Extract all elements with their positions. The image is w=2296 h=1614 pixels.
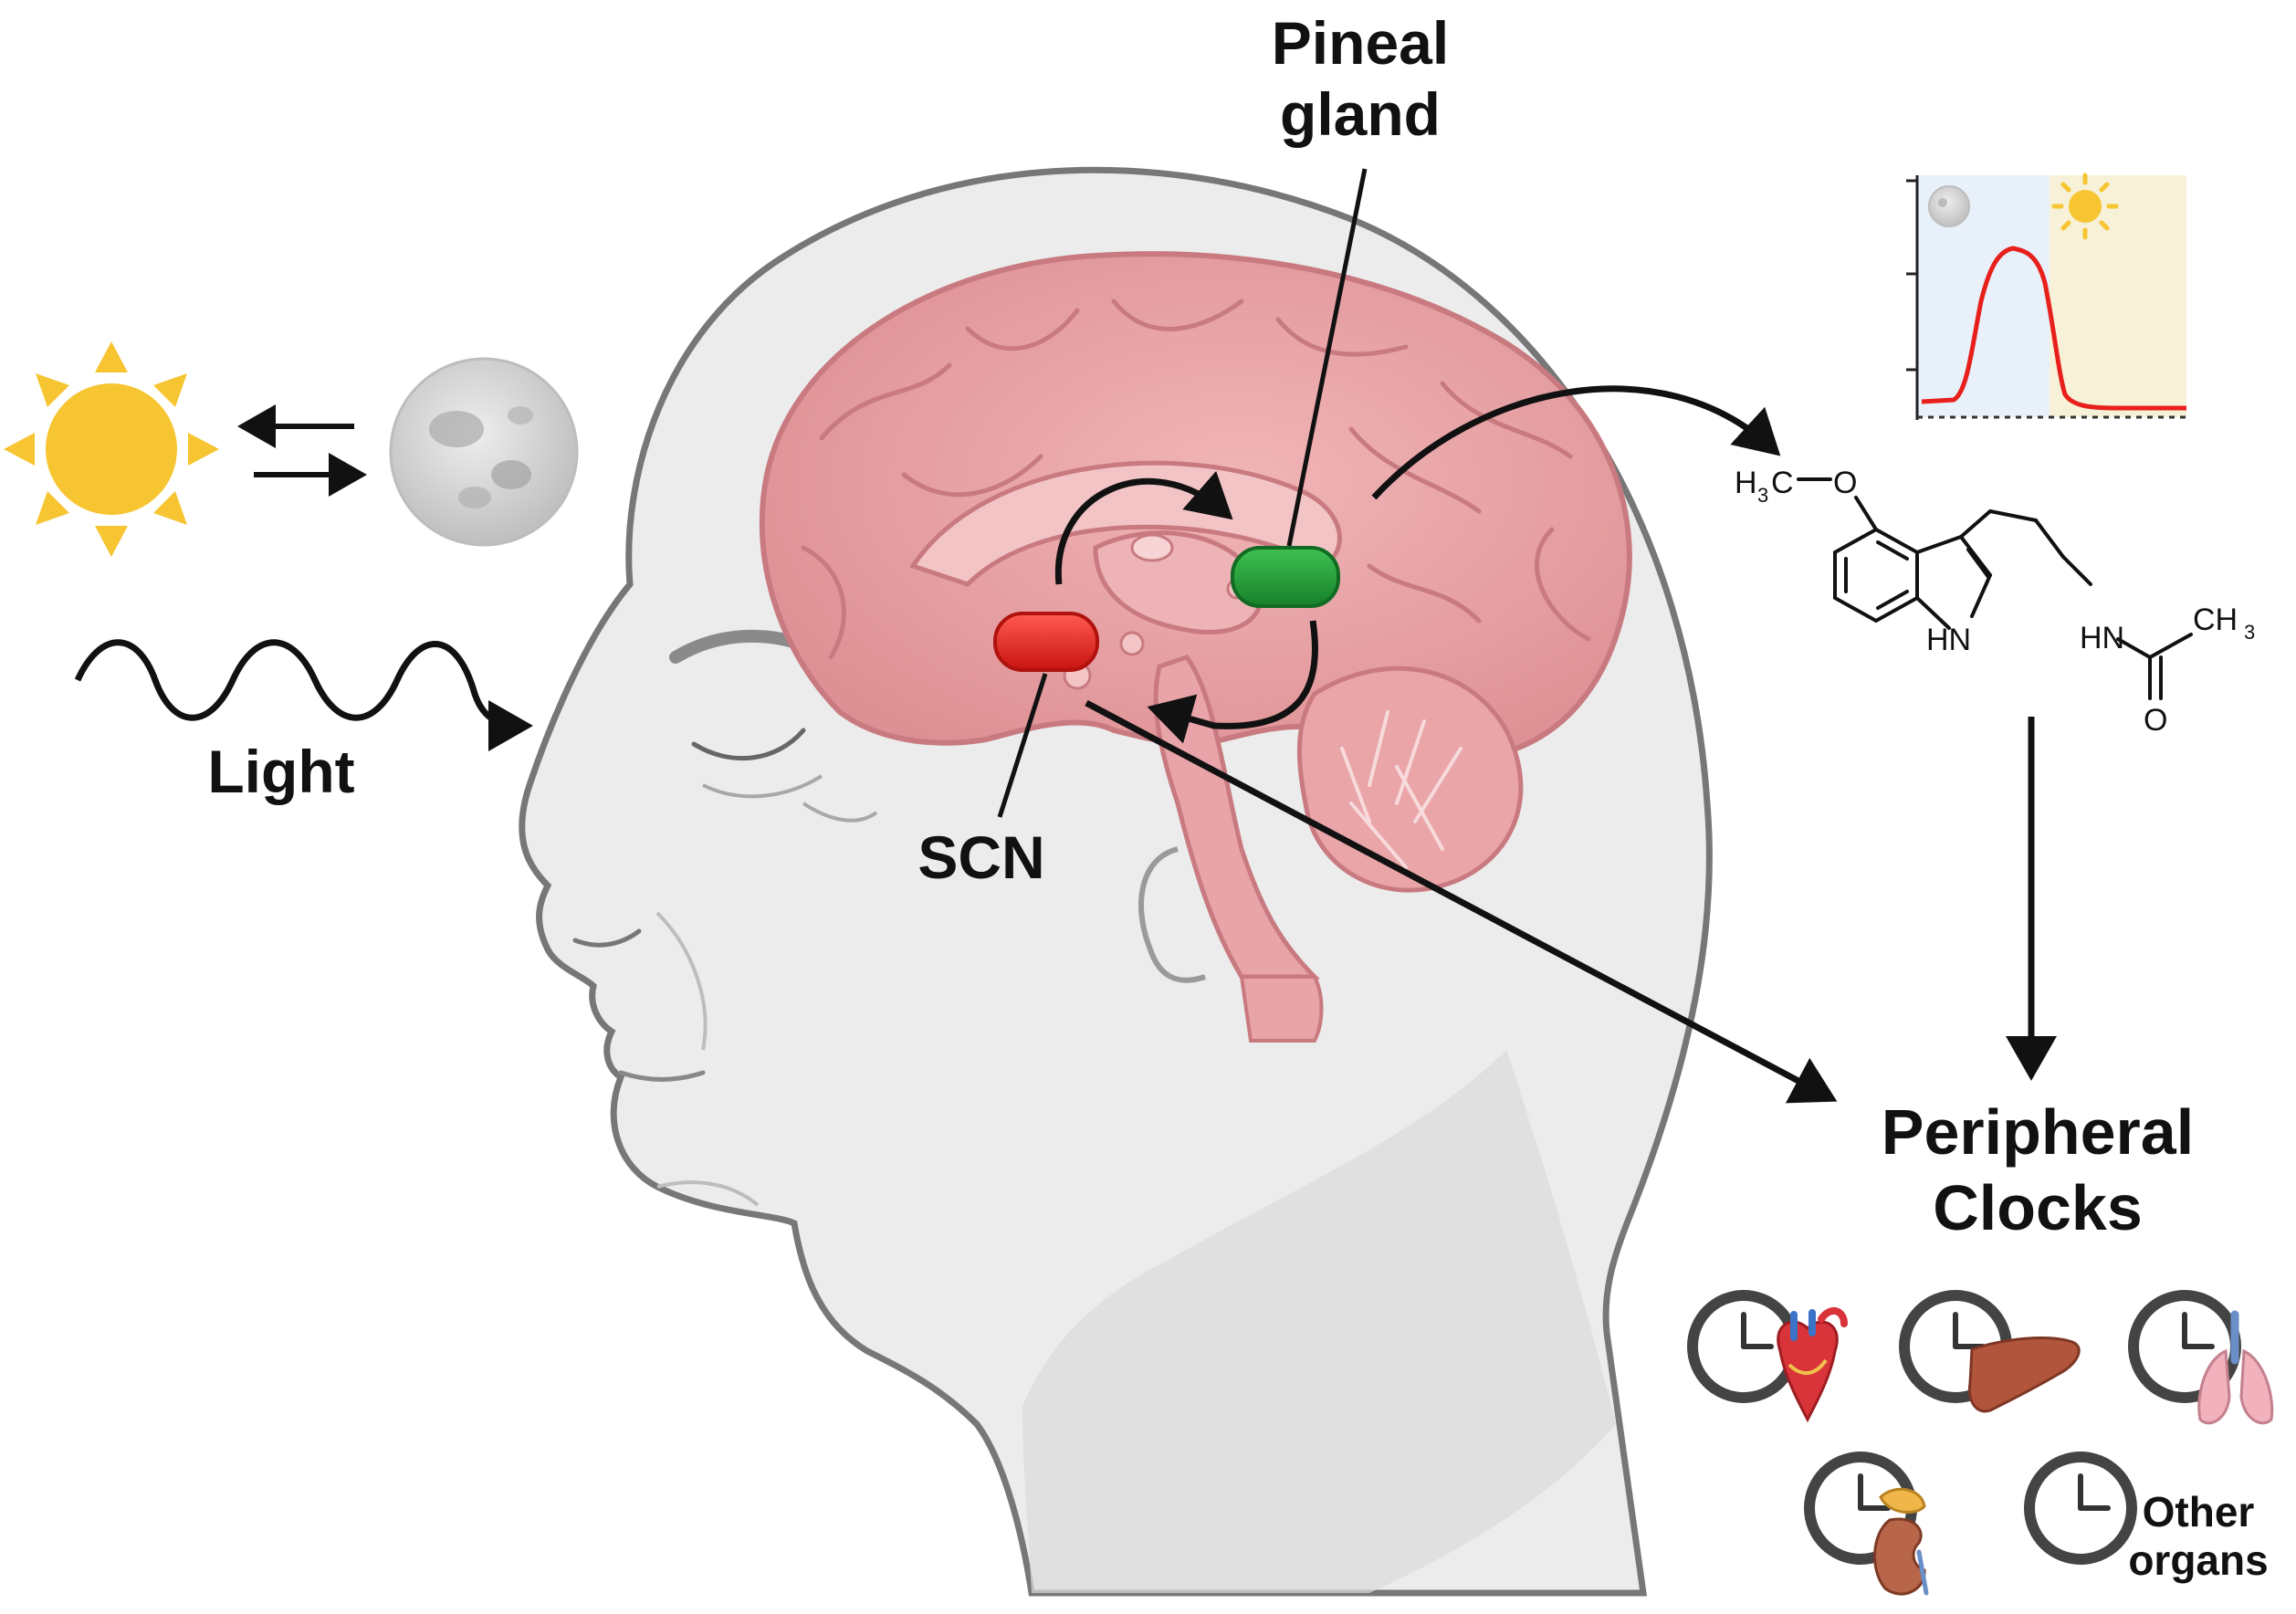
nostril	[572, 928, 642, 948]
scn-label: SCN	[917, 823, 1044, 891]
kidney-icon	[1873, 1487, 1929, 1596]
methyl-subscript: 3	[2244, 621, 2255, 644]
light-label: Light	[207, 738, 354, 805]
peripheral-label-line1: Peripheral	[1882, 1096, 2194, 1168]
thalamus-inner	[1130, 533, 1174, 562]
methoxy-subscript: 3	[1757, 484, 1768, 507]
kidney-clock	[1804, 1452, 1929, 1596]
methoxy-oxygen: O	[1833, 466, 1857, 500]
eye-wrinkle	[702, 774, 878, 823]
cerebellum-folia	[1340, 710, 1463, 869]
carbonyl-oxygen: O	[2144, 703, 2167, 738]
scn-to-pineal-arrow	[1054, 470, 1233, 585]
moon-icon	[389, 357, 579, 547]
other-organs-label-line1: Other	[2143, 1488, 2255, 1535]
night-moon-icon	[1928, 185, 1970, 227]
lungs-clock	[2128, 1290, 2274, 1425]
liver-icon	[1967, 1336, 2081, 1413]
heart-icon	[1777, 1307, 1848, 1423]
indole-nh: HN	[1926, 623, 1971, 657]
heart-clock	[1687, 1290, 1848, 1423]
other-organs-label-line2: organs	[2128, 1536, 2268, 1584]
peripheral-label-line2: Clocks	[1933, 1172, 2143, 1243]
methoxy-c: C	[1771, 466, 1794, 500]
scn-marker	[993, 612, 1099, 672]
melatonin-curve	[1921, 246, 2186, 411]
chin-line	[656, 1180, 760, 1207]
other-organs-clock: Other organs	[2024, 1452, 2269, 1584]
melatonin-structure: H 3 C O HN HN CH 3 O	[1735, 466, 2255, 738]
liver-clock	[1899, 1290, 2081, 1413]
light-wave-arrow	[74, 639, 533, 751]
sun-icon	[4, 341, 219, 557]
clock-icon	[2024, 1452, 2137, 1565]
spinal-cord	[1239, 975, 1324, 1043]
day-sun-icon	[2051, 173, 2119, 240]
amide-nh: HN	[2080, 621, 2124, 655]
pineal-label-line1: Pineal	[1272, 9, 1449, 77]
melatonin-rhythm-plot	[1906, 173, 2191, 420]
methyl-ch: CH	[2193, 603, 2238, 637]
clock-icon	[1687, 1290, 1800, 1403]
pineal-to-scn-arrow	[1147, 620, 1319, 744]
brain-to-melatonin-arrow	[1371, 385, 1781, 500]
ear-shape	[1138, 846, 1206, 983]
hypothalamus-node	[1119, 631, 1145, 656]
scn-to-peripheral-arrow	[1085, 699, 1838, 1104]
pineal-label-line2: gland	[1280, 80, 1441, 148]
cheek-line	[655, 911, 708, 1051]
closed-eye	[691, 728, 806, 761]
jaw-shadow	[1022, 1050, 1616, 1593]
methoxy-h: H	[1735, 466, 1757, 500]
scn-pointer-line	[997, 673, 1048, 818]
pineal-pointer-line	[1286, 168, 1368, 547]
lungs-icon	[2197, 1310, 2274, 1425]
pineal-gland-marker	[1231, 546, 1340, 608]
cerebellum	[1296, 666, 1524, 893]
mouth	[618, 1070, 706, 1082]
